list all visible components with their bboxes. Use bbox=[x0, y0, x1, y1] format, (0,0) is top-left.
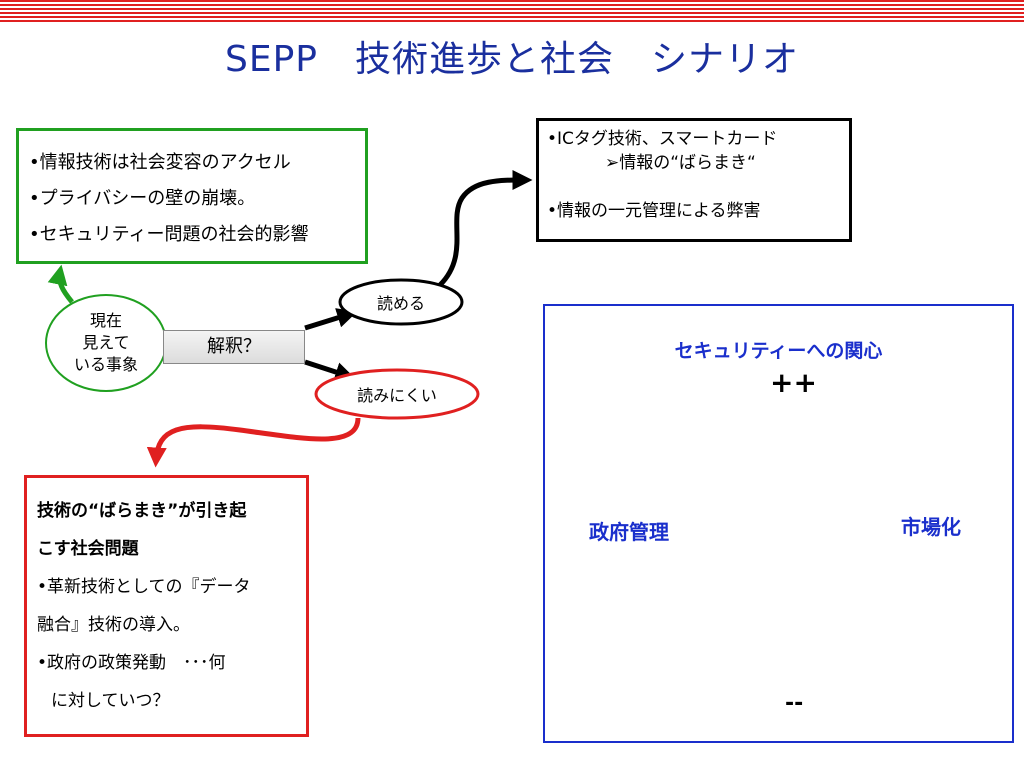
axis-right-label: 市場化 bbox=[901, 515, 961, 539]
problem-heading-2: こす社会問題 bbox=[37, 539, 139, 559]
info-item-1: •情報技術は社会変容のアクセル bbox=[29, 152, 291, 173]
problem-item-2a: •政府の政策発動 ･･･何 bbox=[37, 653, 226, 673]
page-title: SEPP 技術進歩と社会 シナリオ bbox=[224, 39, 800, 80]
info-item-2: •プライバシーの壁の崩壊。 bbox=[29, 188, 256, 209]
tech-item-2: •情報の一元管理による弊害 bbox=[547, 201, 761, 221]
axis-left-label: 政府管理 bbox=[589, 520, 669, 544]
readable-node bbox=[338, 278, 464, 326]
arrow-to-info-box bbox=[47, 264, 74, 304]
current-events-line-2: 見えて bbox=[82, 333, 130, 352]
current-events-line-3: いる事象 bbox=[73, 355, 138, 374]
current-events-line-1: 現在 bbox=[89, 311, 122, 330]
security-interest-quadrant: セキュリティーへの関心 ++ 政府管理 市場化 -- bbox=[543, 304, 1014, 743]
current-events-label: 現在 見えて いる事象 bbox=[46, 310, 166, 376]
hard-to-read-node bbox=[314, 368, 480, 420]
social-problems-box: 技術の“ばらまき”が引き起 こす社会問題 •革新技術としての『データ 融合』技術… bbox=[24, 475, 309, 737]
arrow-to-tech-box bbox=[438, 170, 533, 287]
hard-to-read-label: 読みにくい bbox=[357, 386, 437, 405]
problem-heading-1: 技術の“ばらまき”が引き起 bbox=[37, 501, 247, 521]
problem-item-1b: 融合』技術の導入。 bbox=[37, 615, 190, 635]
axis-bottom-label: -- bbox=[785, 691, 804, 716]
arrow-to-readable bbox=[304, 308, 358, 331]
tech-issues-box: •ICタグ技術、スマートカード ➢情報の“ばらまき“ •情報の一元管理による弊害 bbox=[536, 118, 852, 242]
arrow-to-hard-to-read bbox=[304, 359, 356, 382]
problem-item-2b: に対していつ？ bbox=[51, 691, 170, 711]
readable-label: 読める bbox=[376, 294, 425, 313]
tech-item-sub: ➢情報の“ばらまき“ bbox=[605, 153, 756, 173]
problem-item-1a: •革新技術としての『データ bbox=[37, 577, 251, 597]
info-tech-box: •情報技術は社会変容のアクセル •プライバシーの壁の崩壊。 •セキュリティー問題… bbox=[16, 128, 368, 264]
interpret-box: 解釈？ bbox=[163, 330, 305, 364]
header-stripes bbox=[0, 0, 1024, 22]
axis-top-label: ++ bbox=[770, 366, 817, 399]
quadrant-title: セキュリティーへの関心 bbox=[674, 340, 883, 362]
info-item-3: •セキュリティー問題の社会的影響 bbox=[29, 224, 309, 245]
tech-item-1: •ICタグ技術、スマートカード bbox=[547, 129, 778, 149]
arrow-to-problem-box bbox=[146, 417, 361, 468]
